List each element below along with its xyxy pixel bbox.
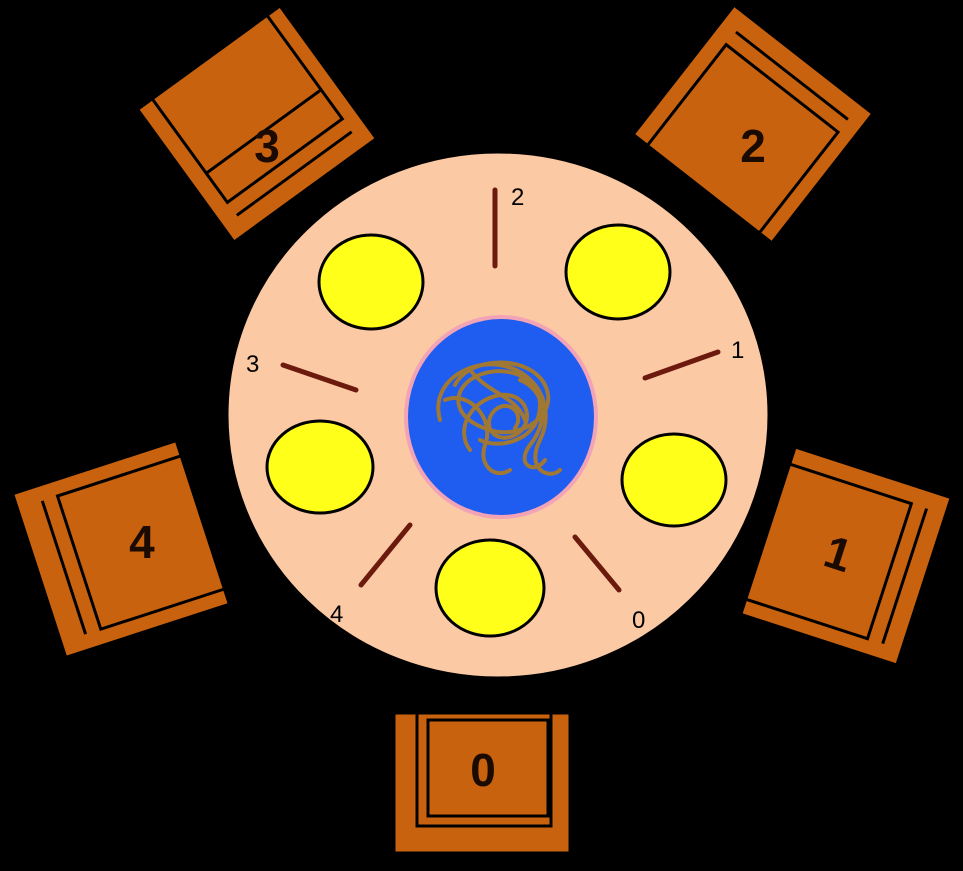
fork-1-label: 1 [731,337,744,364]
fork-0-label: 0 [632,607,645,634]
chair-0: 0 [394,713,570,853]
fork-3-label: 3 [246,351,259,378]
plate-2 [566,225,670,319]
chair-3-label: 3 [254,120,280,172]
fork-2-label: 2 [511,184,524,211]
plate-4 [267,421,373,513]
chair-4-label: 4 [129,516,155,568]
chair-2-label: 2 [740,120,766,172]
plate-3 [319,235,423,329]
fork-4-label: 4 [330,601,343,628]
plate-0 [436,540,544,636]
chair-0-label: 0 [470,744,496,796]
spaghetti-bowl [406,317,596,517]
plate-1 [622,434,726,526]
